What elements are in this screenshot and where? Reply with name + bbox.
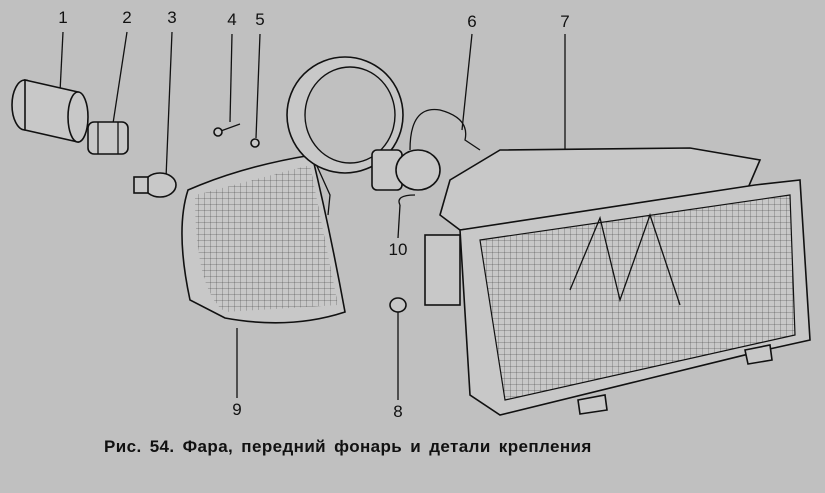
- figure-caption: Рис. 54. Фара, передний фонарь и детали …: [104, 437, 592, 456]
- callout-4: 4: [227, 10, 237, 29]
- washer-part: [250, 138, 260, 148]
- callout-2: 2: [122, 8, 132, 27]
- headlamp-unit-part: [424, 147, 811, 416]
- turn-signal-lens-part: [181, 154, 346, 324]
- callout-8: 8: [393, 402, 403, 421]
- callout-7: 7: [560, 12, 570, 31]
- callout-10: 10: [388, 240, 408, 259]
- clip-part: [389, 297, 407, 313]
- screw-part: [213, 123, 241, 137]
- callout-3: 3: [167, 8, 177, 27]
- bulb-cover-part: [11, 78, 89, 144]
- turn-signal-bulb-part: [133, 172, 177, 198]
- callout-5: 5: [255, 10, 265, 29]
- leader-lines: [59, 31, 566, 400]
- callout-1: 1: [58, 8, 68, 27]
- callout-6: 6: [467, 12, 477, 31]
- bulb-socket-part: [87, 121, 129, 155]
- wire-part: [409, 108, 481, 151]
- callout-9: 9: [232, 400, 242, 419]
- headlamp-bulb-part: [371, 149, 441, 206]
- headlamp-cover-ring-part: [286, 56, 404, 174]
